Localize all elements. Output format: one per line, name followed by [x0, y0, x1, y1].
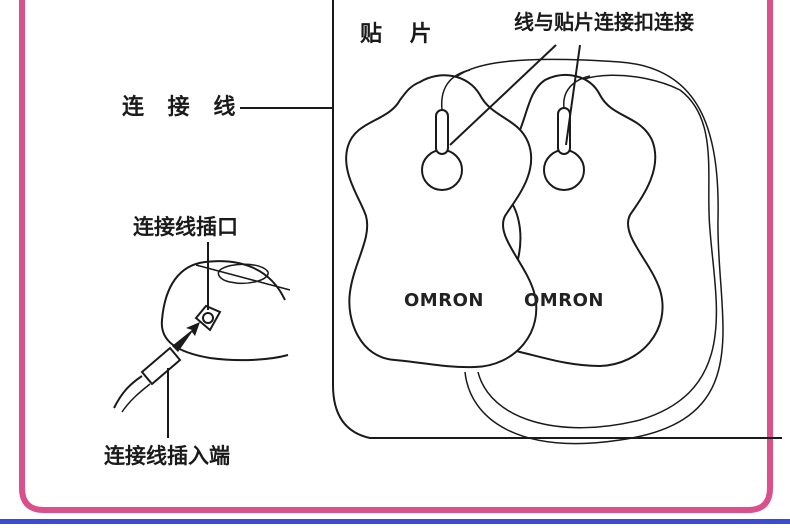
- socket-opening: [194, 304, 222, 332]
- plug-cord: [113, 375, 143, 409]
- socket-hole: [202, 312, 214, 324]
- plug-arrow: [172, 322, 200, 352]
- device-outline: [332, 0, 782, 439]
- lead-front: [440, 69, 471, 111]
- plug-cord-2: [121, 383, 151, 413]
- label-cable-plug: 连接线插入端: [104, 444, 230, 468]
- cable-loop-inner: [477, 74, 718, 429]
- lead-back: [563, 75, 591, 109]
- plug-body: [140, 346, 182, 386]
- pad-front: [345, 74, 538, 369]
- label-snap-connection: 线与贴片连接扣连接: [514, 10, 694, 34]
- label-cable-port: 连接线插口: [133, 215, 238, 239]
- cable-loop-outer: [444, 58, 724, 445]
- snap-arrow-1: [449, 44, 557, 146]
- pad-front-brand: OMRON: [404, 290, 484, 311]
- device-edge: [195, 264, 291, 291]
- snap-circle-front: [421, 149, 463, 191]
- bottom-bar: [0, 519, 790, 524]
- snap-stem-front: [435, 109, 449, 155]
- snap-arrow-2: [565, 44, 581, 146]
- snap-circle-back: [543, 149, 585, 191]
- pad-back-brand: OMRON: [524, 290, 604, 311]
- pink-frame: [19, 0, 773, 513]
- label-cable: 连 接 线: [122, 95, 244, 120]
- device-socket-button: [217, 263, 269, 284]
- label-pad: 贴 片: [360, 22, 442, 47]
